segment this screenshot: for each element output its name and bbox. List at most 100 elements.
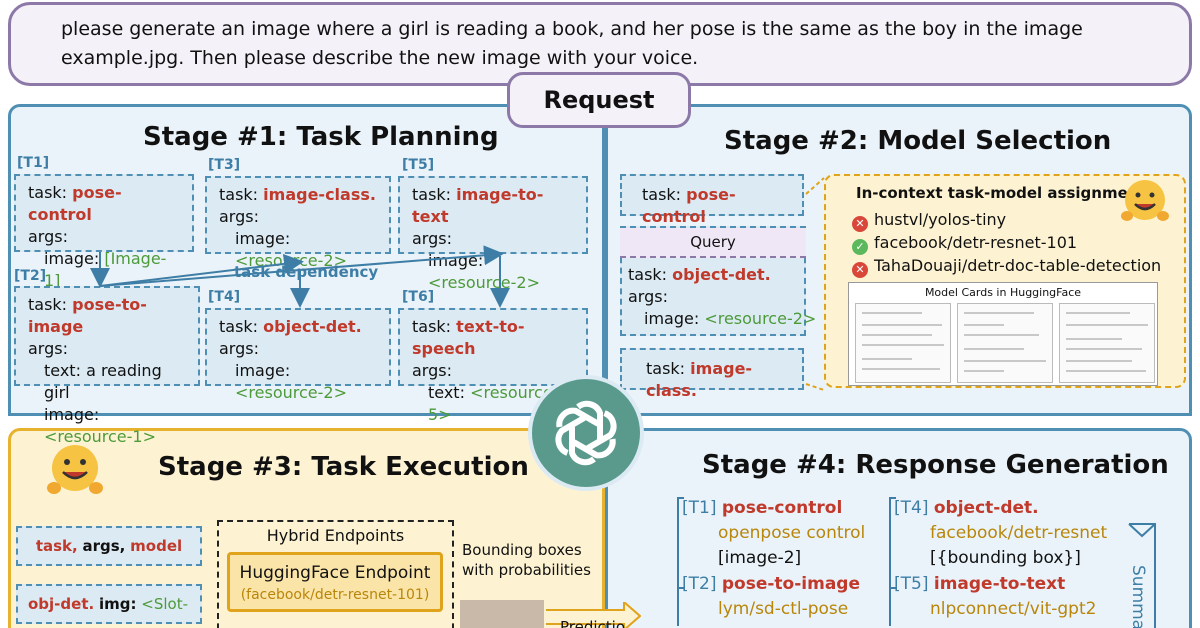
response-t1: [T1] pose-control openpose control [imag… bbox=[682, 496, 865, 571]
task-box-t1: task: pose-control args: image: [Image-1… bbox=[14, 174, 194, 290]
dependency-arrows bbox=[90, 245, 510, 308]
task-id-t6: [T6] bbox=[402, 289, 435, 305]
reject-icon: ✕ bbox=[852, 216, 868, 232]
response-id: [T5] bbox=[894, 574, 929, 594]
args-label: args: bbox=[219, 339, 259, 358]
stage2-task-bottom: task: image-class. bbox=[620, 348, 804, 400]
prediction-label: Predictio bbox=[560, 618, 626, 628]
assignment-title: In-context task-model assignment: bbox=[856, 184, 1152, 202]
task-label: task: bbox=[28, 183, 68, 202]
task-name: image-class. bbox=[263, 185, 376, 204]
task-name: pose-to-image bbox=[28, 295, 147, 336]
model-option: ✕ hustvl/yolos-tiny bbox=[852, 210, 1006, 232]
task-id-t3: [T3] bbox=[208, 157, 241, 173]
arg-key: image: bbox=[235, 361, 291, 380]
openai-logo-icon bbox=[528, 375, 644, 491]
arg-value: <resource-2> bbox=[235, 383, 347, 402]
response-task: pose-to-image bbox=[721, 574, 860, 594]
args-label: args: bbox=[628, 287, 668, 306]
model-card bbox=[957, 303, 1053, 383]
bbox-line-1: Bounding boxes bbox=[462, 541, 582, 559]
task-box-t3: task: image-class. args: image: <resourc… bbox=[205, 176, 391, 270]
query-header: Query bbox=[620, 228, 806, 258]
model-card bbox=[1059, 303, 1155, 383]
arrow-t2-t3 bbox=[99, 253, 304, 287]
response-task: image-to-text bbox=[933, 574, 1066, 594]
obj-det-input-box: obj-det. img: <Slot-2> bbox=[16, 584, 202, 624]
task-box-t6: task: text-to-speech args: text: <resour… bbox=[398, 308, 588, 424]
task-label: task: bbox=[412, 317, 452, 336]
result-image-thumbnail bbox=[460, 600, 544, 628]
model-option: ✕ TahaDouaji/detr-doc-table-detection bbox=[852, 256, 1161, 278]
arg-key: text: bbox=[44, 361, 81, 380]
response-model: lym/sd-ctl-pose bbox=[718, 599, 849, 619]
label-args: args, bbox=[82, 537, 126, 555]
task-label: task: bbox=[28, 295, 68, 314]
task-label: task: bbox=[646, 359, 686, 378]
response-task: pose-control bbox=[721, 498, 843, 518]
model-option: ✓facebook/detr-resnet-101 bbox=[852, 233, 1077, 255]
response-id: [T1] bbox=[682, 498, 717, 518]
task-id-t1: [T1] bbox=[17, 155, 50, 171]
endpoint-name: HuggingFace Endpoint bbox=[239, 563, 431, 583]
summary-marker bbox=[1128, 523, 1156, 628]
model-name: hustvl/yolos-tiny bbox=[874, 210, 1007, 229]
stage1-title: Stage #1: Task Planning bbox=[143, 122, 499, 152]
model-name: TahaDouaji/detr-doc-table-detection bbox=[874, 256, 1162, 275]
bounding-boxes-label: Bounding boxes with probabilities bbox=[462, 540, 591, 580]
args-label: args: bbox=[219, 207, 259, 226]
args-label: args: bbox=[412, 361, 452, 380]
label-obj-det: obj-det. bbox=[28, 595, 95, 613]
label-model: model bbox=[130, 537, 183, 555]
task-dependency-label: task dependency bbox=[234, 263, 379, 281]
reject-icon: ✕ bbox=[852, 262, 868, 278]
response-model: nlpconnect/vit-gpt2 bbox=[930, 599, 1097, 619]
stage3-title: Stage #3: Task Execution bbox=[158, 452, 529, 482]
summary-label: Summa bbox=[1128, 565, 1148, 628]
hugging-face-icon bbox=[47, 445, 103, 494]
arg-key: image: bbox=[644, 309, 700, 328]
task-label: task: bbox=[219, 185, 259, 204]
bracket-left bbox=[677, 497, 684, 626]
label-slot: <Slot-2> bbox=[141, 595, 189, 613]
arg-key: image: bbox=[235, 229, 291, 248]
response-task: object-det. bbox=[933, 498, 1039, 518]
response-id: [T2] bbox=[682, 574, 717, 594]
stage4-title: Stage #4: Response Generation bbox=[702, 450, 1169, 480]
response-t2: [T2] pose-to-image lym/sd-ctl-pose bbox=[682, 572, 860, 622]
hybrid-endpoints-title: Hybrid Endpoints bbox=[266, 526, 405, 545]
stage2-task-top: task: pose-control bbox=[620, 174, 804, 226]
response-output: [image-2] bbox=[718, 548, 802, 568]
hugging-face-icon bbox=[1121, 180, 1169, 221]
request-tag: Request bbox=[507, 72, 691, 128]
arg-key: image: bbox=[44, 405, 100, 424]
endpoint-model: (facebook/detr-resnet-101) bbox=[240, 587, 430, 603]
assignment-bracket bbox=[805, 177, 825, 391]
response-t4: [T4] object-det. facebook/detr-resnet [{… bbox=[894, 496, 1107, 571]
model-name: facebook/detr-resnet-101 bbox=[874, 233, 1078, 252]
arg-key: text: bbox=[428, 383, 465, 402]
model-cards-panel: Model Cards in HuggingFace bbox=[848, 282, 1158, 386]
bracket-right bbox=[889, 497, 896, 626]
task-name: text-to-speech bbox=[412, 317, 525, 358]
huggingface-endpoint-box: HuggingFace Endpoint (facebook/detr-resn… bbox=[227, 552, 443, 612]
request-line-2: example.jpg. Then please describe the ne… bbox=[61, 47, 699, 69]
task-id-t5: [T5] bbox=[402, 157, 435, 173]
task-label: task: bbox=[219, 317, 259, 336]
args-label: args: bbox=[28, 339, 68, 358]
arg-value: <resource-5> bbox=[428, 383, 559, 424]
bbox-line-2: with probabilities bbox=[462, 561, 591, 579]
request-line-1: please generate an image where a girl is… bbox=[61, 18, 1083, 40]
arg-value: a reading girl bbox=[44, 361, 162, 402]
task-label: task: bbox=[628, 265, 668, 284]
label-img: img: bbox=[98, 595, 137, 613]
task-name: pose-control bbox=[642, 185, 736, 226]
task-id-t2: [T2] bbox=[14, 268, 47, 284]
task-box-t2: task: pose-to-image args: text: a readin… bbox=[14, 286, 200, 446]
args-label: args: bbox=[28, 227, 68, 246]
task-name: image-class. bbox=[646, 359, 753, 400]
stage2-title: Stage #2: Model Selection bbox=[724, 126, 1112, 156]
task-id-t4: [T4] bbox=[208, 289, 241, 305]
task-box-t4: task: object-det. args: image: <resource… bbox=[205, 308, 391, 402]
response-model: facebook/detr-resnet bbox=[930, 523, 1108, 543]
